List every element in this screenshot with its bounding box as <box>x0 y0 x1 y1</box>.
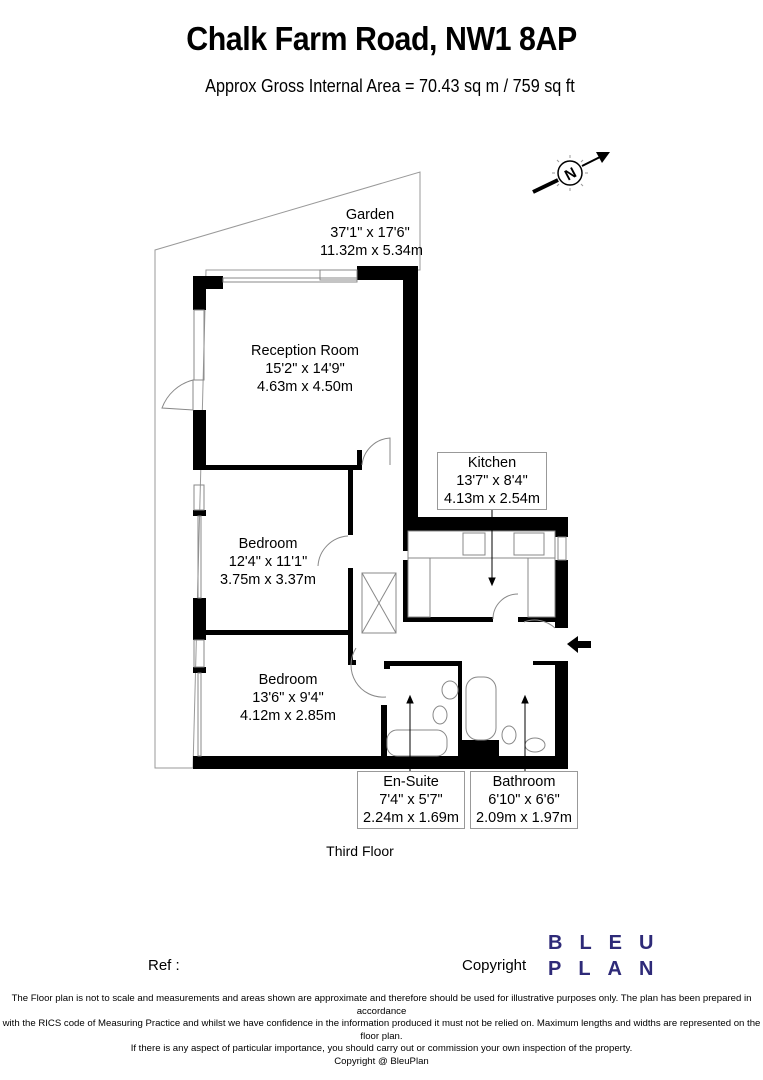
entrance-arrow-icon <box>567 636 591 653</box>
room-name: Reception Room <box>251 343 359 359</box>
page-title: Chalk Farm Road, NW1 8AP <box>186 20 577 57</box>
room-imperial: 13'7" x 8'4" <box>456 473 528 489</box>
disclaimer-line: Copyright @ BleuPlan <box>334 1055 429 1067</box>
room-bedroom-1: Bedroom 12'4" x 11'1" 3.75m x 3.37m <box>218 535 318 589</box>
logo-line-1: BLEU <box>548 932 671 954</box>
room-name: En-Suite <box>383 774 439 790</box>
room-metric: 2.24m x 1.69m <box>363 810 459 826</box>
north-arrow-icon: N <box>532 152 610 194</box>
room-metric: 2.09m x 1.97m <box>476 810 572 826</box>
room-name: Bedroom <box>238 536 298 552</box>
room-en-suite: En-Suite 7'4" x 5'7" 2.24m x 1.69m <box>357 771 465 829</box>
garden-outline <box>154 171 421 769</box>
room-imperial: 7'4" x 5'7" <box>379 792 443 808</box>
room-imperial: 6'10" x 6'6" <box>488 792 560 808</box>
fixtures <box>161 269 567 757</box>
room-name: Bedroom <box>258 672 318 688</box>
room-kitchen: Kitchen 13'7" x 8'4" 4.13m x 2.54m <box>437 452 547 510</box>
room-reception: Reception Room 15'2" x 14'9" 4.63m x 4.5… <box>225 342 385 396</box>
room-imperial: 15'2" x 14'9" <box>265 361 345 377</box>
room-name: Bathroom <box>492 774 556 790</box>
ref-label: Ref : <box>148 957 180 974</box>
disclaimer: The Floor plan is not to scale and measu… <box>0 993 763 1068</box>
room-imperial: 13'6" x 9'4" <box>252 690 324 706</box>
room-name: Garden <box>345 207 395 223</box>
gross-area: Approx Gross Internal Area = 70.43 sq m … <box>205 76 575 96</box>
room-imperial: 37'1" x 17'6" <box>330 225 410 241</box>
room-metric: 4.63m x 4.50m <box>257 379 353 395</box>
room-imperial: 12'4" x 11'1" <box>228 554 308 570</box>
measure-arrows <box>406 507 529 772</box>
disclaimer-line: The Floor plan is not to scale and measu… <box>11 993 752 1017</box>
room-metric: 3.75m x 3.37m <box>220 572 316 588</box>
floor-label: Third Floor <box>326 843 394 859</box>
room-name: Kitchen <box>467 455 517 471</box>
disclaimer-line: If there is any aspect of particular imp… <box>130 1043 633 1054</box>
bleuplan-logo: BLEU PLAN <box>548 930 670 982</box>
disclaimer-line: with the RICS code of Measuring Practice… <box>2 1018 761 1042</box>
copyright-label: Copyright <box>462 957 527 974</box>
room-garden: Garden 37'1" x 17'6" 11.32m x 5.34m <box>320 206 423 260</box>
room-metric: 11.32m x 5.34m <box>320 243 423 259</box>
walls <box>193 266 568 769</box>
room-metric: 4.12m x 2.85m <box>240 708 336 724</box>
logo-line-2: PLAN <box>548 958 671 980</box>
room-metric: 4.13m x 2.54m <box>444 491 540 507</box>
room-bedroom-2: Bedroom 13'6" x 9'4" 4.12m x 2.85m <box>238 671 338 725</box>
compass-label: N <box>562 164 580 184</box>
room-bathroom: Bathroom 6'10" x 6'6" 2.09m x 1.97m <box>470 771 578 829</box>
